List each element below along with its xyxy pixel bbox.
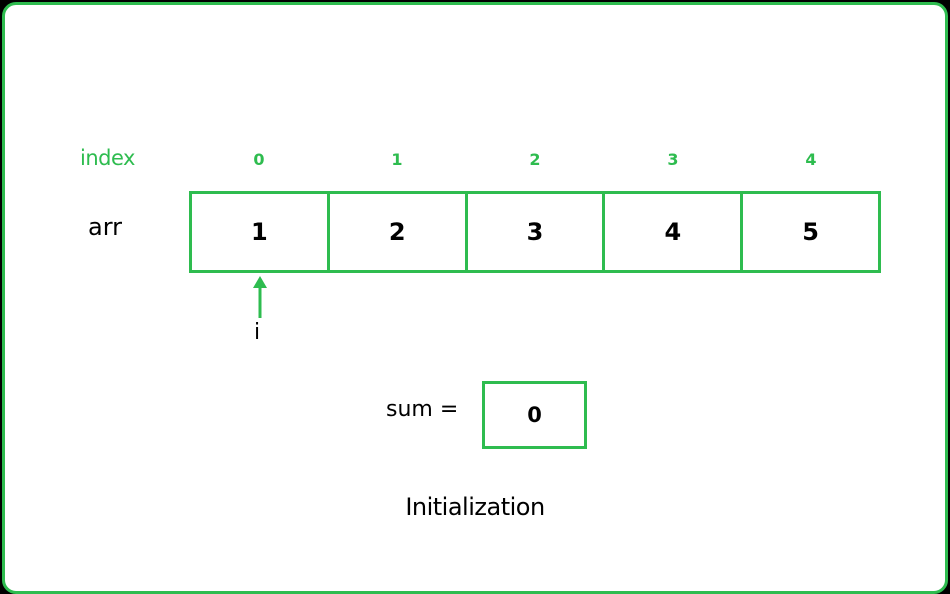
array-cell: 3 [464, 191, 606, 273]
index-4: 4 [805, 150, 817, 169]
arr-label: arr [88, 213, 123, 241]
sum-label: sum = [386, 397, 459, 422]
index-label: index [80, 146, 135, 170]
index-2: 2 [529, 150, 541, 169]
pointer-arrow-icon [253, 276, 267, 318]
array-cell: 2 [326, 191, 468, 273]
index-1: 1 [391, 150, 403, 169]
pointer-label: i [254, 320, 261, 345]
array-cell: 4 [602, 191, 744, 273]
sum-value-box: 0 [482, 381, 587, 449]
array-cell: 1 [189, 191, 330, 273]
index-0: 0 [253, 150, 265, 169]
step-caption: Initialization [405, 493, 545, 521]
index-3: 3 [667, 150, 679, 169]
array-row: 1 2 3 4 5 [189, 191, 881, 273]
array-cell: 5 [740, 191, 881, 273]
